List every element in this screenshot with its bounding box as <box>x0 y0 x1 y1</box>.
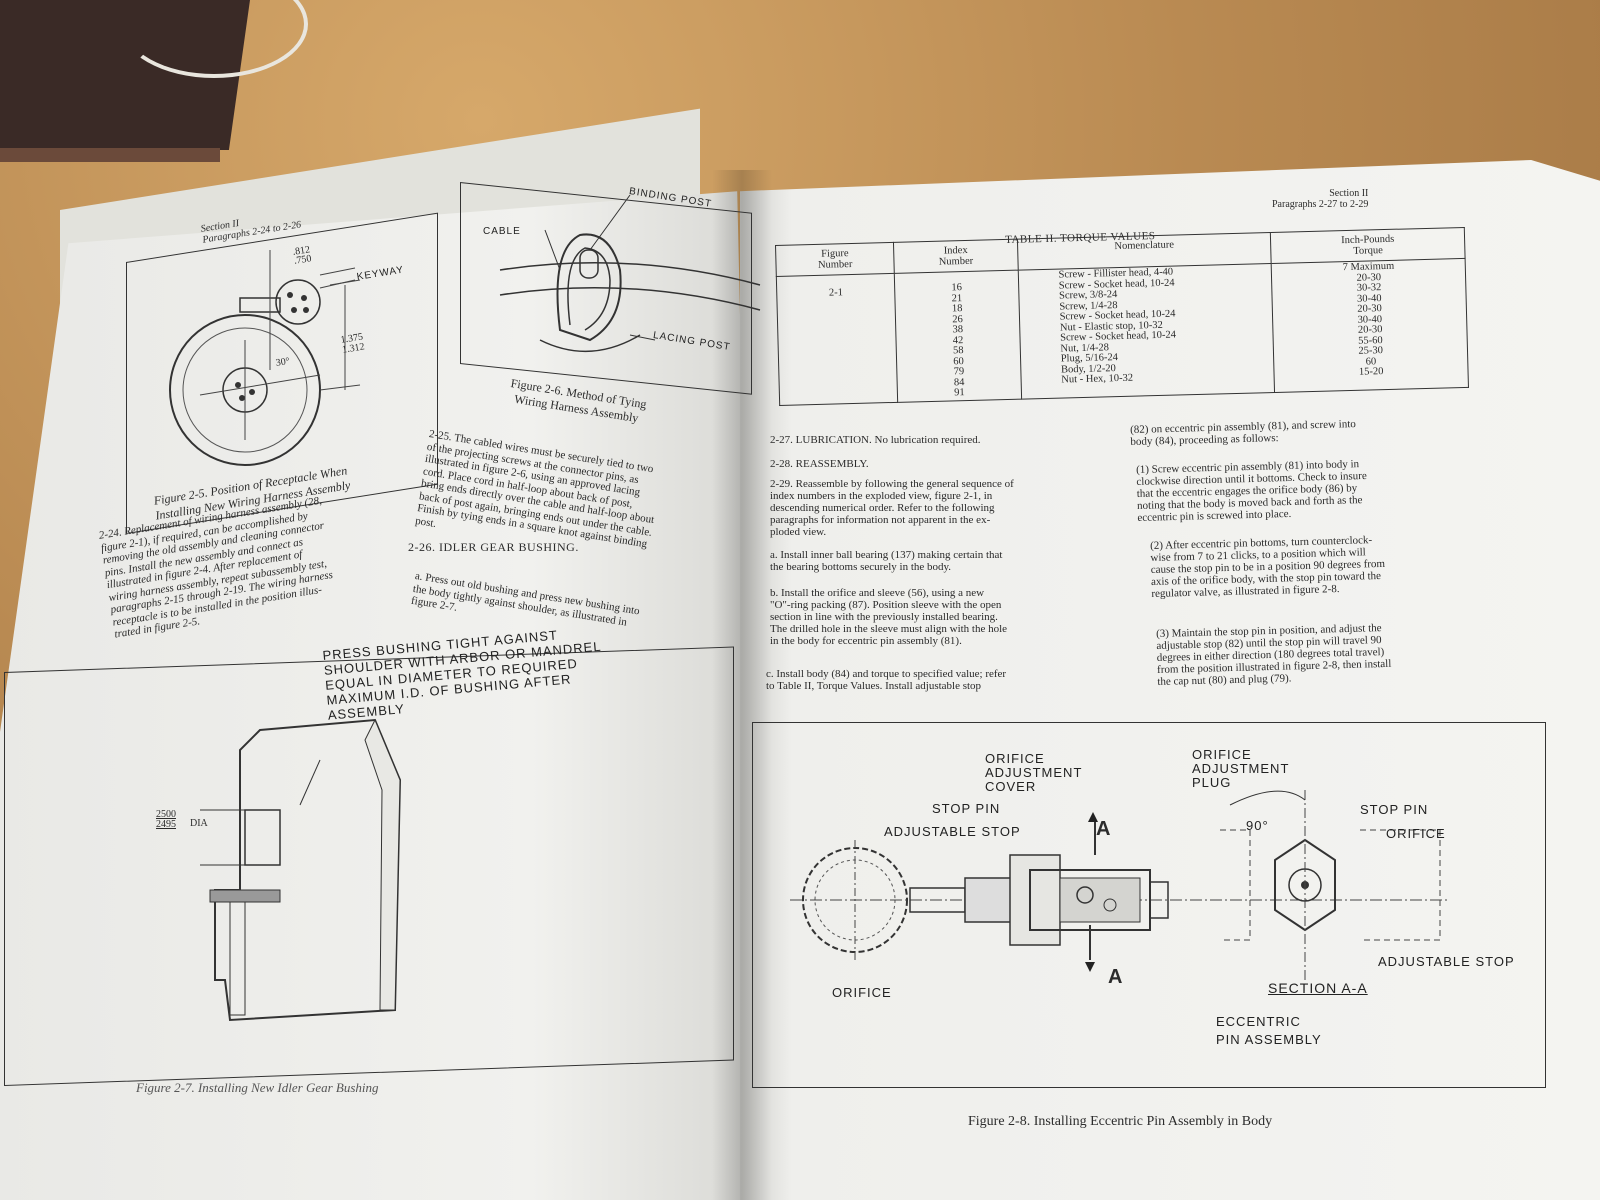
fig-2-8-angle-label: 90° <box>1246 818 1269 833</box>
fig-2-7-drawing <box>200 718 402 1022</box>
cell-torque: 7 Maximum 20-30 30-32 30-40 20-30 30-40 … <box>1271 258 1469 392</box>
para-c: c. Install body (84) and torque to speci… <box>766 668 1007 692</box>
right-header: Section II Paragraphs 2-27 to 2-29 <box>1272 188 1368 210</box>
para-a: a. Install inner ball bearing (137) maki… <box>770 549 1003 573</box>
fig-2-8-caption: Figure 2-8. Installing Eccentric Pin Ass… <box>968 1114 1273 1129</box>
fig-2-8-section-marker-top: A <box>1096 818 1111 840</box>
fig-2-7-dia: 2500 2495 <box>156 809 176 830</box>
heading-2-26: 2-26. IDLER GEAR BUSHING. <box>408 540 579 554</box>
cell-figure-number: 2-1 <box>776 273 898 405</box>
book-gutter <box>712 170 772 1200</box>
fig-2-8-orifice-left-label: ORIFICE <box>832 985 892 1000</box>
col-torque: Inch-Pounds Torque <box>1270 227 1466 264</box>
fig-2-5-angle: 30° <box>275 355 291 369</box>
right-header-section: Section II <box>1329 188 1369 199</box>
fig-2-6-cable-label: CABLE <box>483 226 521 237</box>
fig-2-6-drawing <box>499 194 761 353</box>
fig-2-8-frame <box>752 722 1546 1088</box>
para-b: b. Install the orifice and sleeve (56), … <box>770 587 1008 647</box>
fig-2-8-stop-pin-label: STOP PIN <box>932 801 1001 816</box>
col-index-number: Index Number <box>893 239 1018 274</box>
fig-2-5-drawing <box>169 250 361 466</box>
torque-table: Figure Number Index Number Nomenclature … <box>775 227 1469 406</box>
right-page <box>740 160 1600 1200</box>
para-1: (1) Screw eccentric pin assembly (81) in… <box>1136 458 1367 524</box>
para-2-27: 2-27. LUBRICATION. No lubrication requir… <box>770 434 981 446</box>
cabinet-edge <box>0 148 220 162</box>
index-row: 91 <box>954 387 965 399</box>
para-2: (2) After eccentric pin bottoms, turn co… <box>1150 534 1386 600</box>
figure-number-value: 2-1 <box>828 287 844 299</box>
fig-2-8-section-title: SECTION A-A <box>1268 980 1368 996</box>
fig-2-8-eccentric-label: ECCENTRIC PIN ASSEMBLY <box>1216 1014 1322 1047</box>
right-header-paragraphs: Paragraphs 2-27 to 2-29 <box>1272 199 1369 210</box>
heading-2-28: 2-28. REASSEMBLY. <box>770 458 869 470</box>
fig-2-5-dim-top: .812 .750 <box>291 244 313 267</box>
fig-2-7-caption: Figure 2-7. Installing New Idler Gear Bu… <box>136 1080 379 1095</box>
left-page <box>0 191 760 1200</box>
fig-2-8-section-marker-bottom: A <box>1108 966 1123 988</box>
fig-2-5-dim-right: 1.375 1.312 <box>339 331 366 356</box>
cell-nomenclature: Screw - Fillister head, 4-40 Screw - Soc… <box>1017 263 1275 399</box>
fig-2-8-adjustable-stop-label: ADJUSTABLE STOP <box>884 824 1021 839</box>
cell-index-numbers: 16 21 18 26 38 42 58 60 79 84 91 <box>894 270 1022 402</box>
fig-2-8-drawing <box>790 790 1450 980</box>
fig-2-7-dia-suffix: DIA <box>190 818 208 829</box>
fig-2-8-stop-pin-right-label: STOP PIN <box>1360 802 1429 817</box>
para-2-29: 2-29. Reassemble by following the genera… <box>770 478 1014 538</box>
para-3: (3) Maintain the stop pin in position, a… <box>1156 622 1392 688</box>
fig-2-8-orifice-right-label: ORIFICE <box>1386 826 1446 841</box>
fig-2-8-adjustable-stop-right-label: ADJUSTABLE STOP <box>1378 954 1515 969</box>
fig-2-8-plug-label: ORIFICE ADJUSTMENT PLUG <box>1192 747 1290 790</box>
col-figure-number: Figure Number <box>775 242 895 277</box>
fig-2-8-cover-label: ORIFICE ADJUSTMENT COVER <box>985 751 1083 794</box>
